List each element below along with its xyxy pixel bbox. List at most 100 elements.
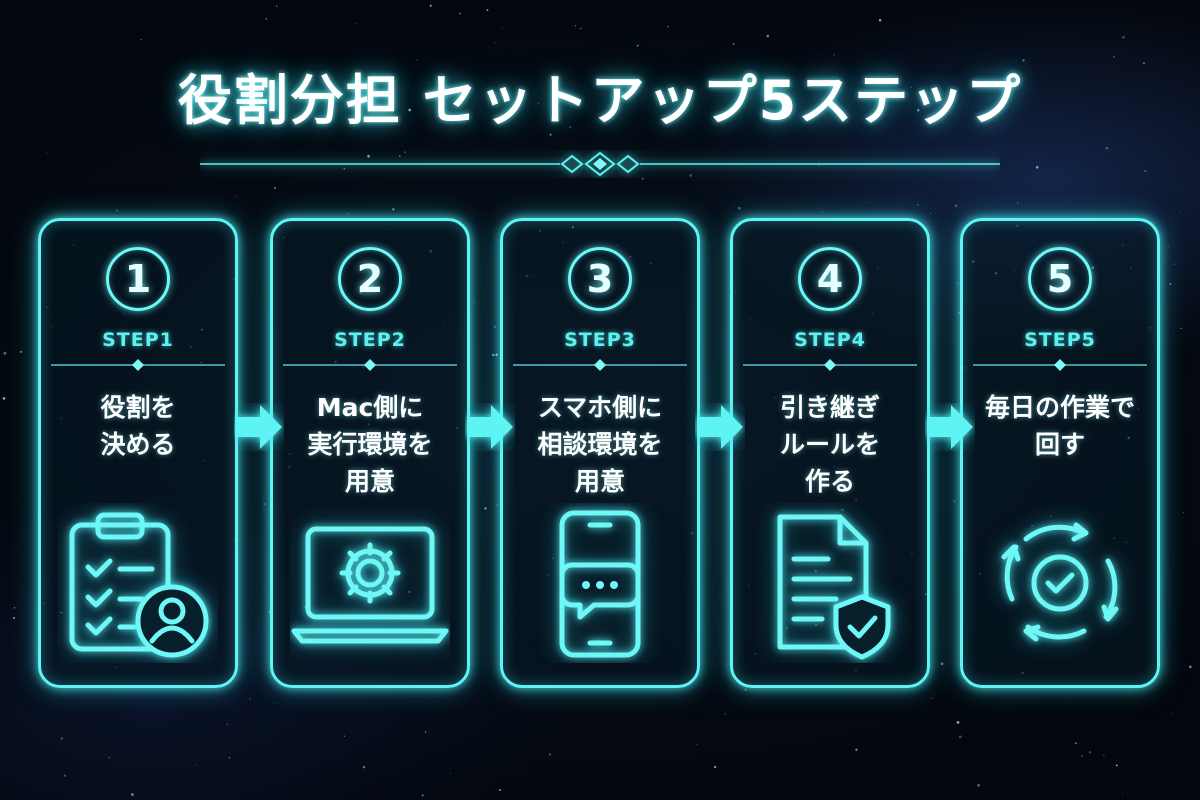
star	[140, 38, 142, 41]
step-number-circle: 2	[338, 247, 402, 311]
step-label: STEP4	[794, 329, 866, 351]
star	[343, 167, 346, 170]
star	[404, 151, 406, 154]
star	[496, 504, 498, 506]
star	[392, 208, 395, 211]
star	[953, 500, 956, 503]
smartphone-chat-icon	[520, 503, 680, 663]
star	[495, 353, 498, 356]
star	[1122, 36, 1125, 39]
star	[689, 174, 693, 177]
star	[1142, 62, 1145, 65]
star	[1102, 754, 1105, 757]
star	[1167, 246, 1169, 248]
star	[821, 210, 823, 213]
arrow-right-icon	[697, 405, 743, 449]
star	[274, 702, 276, 705]
star	[817, 164, 820, 167]
star	[1179, 211, 1181, 213]
step-description: 役割を 決める	[100, 393, 176, 459]
star	[1088, 750, 1092, 754]
star	[46, 152, 48, 154]
star	[429, 4, 432, 7]
star	[195, 764, 197, 766]
star	[667, 26, 669, 28]
star	[636, 44, 639, 47]
star	[449, 772, 452, 774]
star	[501, 27, 503, 29]
star	[954, 204, 958, 208]
star	[493, 325, 497, 329]
star	[1081, 755, 1083, 757]
star	[641, 177, 644, 180]
star	[732, 43, 735, 45]
star	[347, 213, 349, 215]
star	[537, 102, 539, 104]
star	[241, 75, 243, 77]
star	[713, 765, 717, 769]
star	[699, 317, 702, 319]
star	[1188, 665, 1192, 669]
star	[235, 195, 237, 197]
star	[424, 731, 427, 733]
star	[956, 721, 960, 724]
star	[459, 12, 461, 15]
star	[958, 735, 962, 739]
star	[917, 108, 920, 112]
star	[940, 662, 944, 666]
card-divider	[283, 359, 457, 371]
star	[355, 91, 358, 94]
step-number-circle: 1	[106, 247, 170, 311]
arrow-right-icon	[927, 405, 973, 449]
star	[917, 203, 919, 206]
star	[1169, 283, 1172, 285]
step-label: STEP2	[334, 329, 406, 351]
clipboard-user-icon	[58, 503, 218, 663]
star	[436, 115, 439, 117]
star	[1105, 146, 1109, 150]
star	[492, 353, 495, 357]
star	[484, 507, 487, 510]
card-divider	[743, 359, 917, 371]
star	[343, 735, 345, 737]
star	[696, 743, 698, 745]
star	[362, 765, 366, 769]
star	[777, 82, 780, 86]
star	[1180, 327, 1182, 329]
cycle-check-icon	[980, 503, 1140, 663]
star	[766, 34, 770, 38]
star	[744, 688, 747, 691]
star	[770, 108, 772, 111]
star	[833, 54, 835, 56]
star	[421, 707, 423, 709]
step-card-1: 1 STEP1 役割を 決める	[38, 218, 238, 688]
document-shield-icon	[750, 503, 910, 663]
star	[249, 698, 251, 700]
star	[265, 17, 268, 20]
step-description: 毎日の作業で 回す	[984, 393, 1135, 459]
step-number-circle: 5	[1028, 247, 1092, 311]
star	[473, 301, 475, 303]
star	[226, 723, 229, 726]
star	[738, 206, 741, 210]
star	[549, 133, 552, 136]
star	[399, 155, 401, 157]
step-card-2: 2 STEP2 Mac側に 実行環境を 用意	[270, 218, 470, 688]
star	[2, 397, 6, 400]
star	[108, 756, 111, 759]
star	[63, 774, 67, 777]
star	[228, 757, 231, 759]
step-description: Mac側に 実行環境を 用意	[307, 393, 433, 496]
card-divider	[51, 359, 225, 371]
star	[1025, 775, 1027, 777]
star	[1174, 263, 1176, 265]
laptop-gear-icon	[290, 503, 450, 663]
star	[575, 25, 577, 27]
star	[421, 794, 424, 797]
star	[911, 87, 913, 89]
star	[1163, 181, 1165, 183]
star	[115, 209, 119, 212]
star	[190, 87, 192, 90]
star	[416, 59, 418, 61]
star	[1183, 511, 1185, 514]
